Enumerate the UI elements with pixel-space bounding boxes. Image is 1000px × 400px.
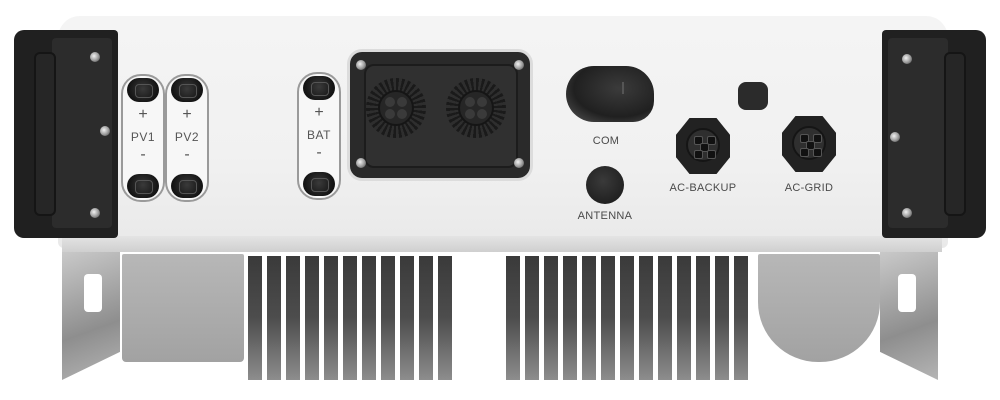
pv1-connector-strip: + PV1 - <box>121 74 165 202</box>
screw-icon <box>902 208 912 218</box>
bat-negative-connector[interactable] <box>303 172 335 196</box>
pv1-label: PV1 <box>130 130 156 144</box>
pv2-plus-label: + <box>182 106 192 123</box>
pv2-positive-connector[interactable] <box>171 78 203 102</box>
left-fan-cover <box>122 254 244 362</box>
screw-icon <box>514 60 524 70</box>
cable-gland-left[interactable] <box>366 78 426 138</box>
screw-icon <box>902 54 912 64</box>
screw-icon <box>90 52 100 62</box>
antenna-port[interactable] <box>586 166 624 204</box>
heatsink-fins-right <box>506 256 748 380</box>
screw-icon <box>356 60 366 70</box>
ac-grid-label: AC-GRID <box>784 182 834 194</box>
bat-connector-strip: + BAT - <box>297 72 341 200</box>
handle-grip <box>34 52 56 216</box>
left-handle <box>14 30 118 238</box>
ac-backup-connector[interactable] <box>676 118 730 174</box>
left-mounting-bracket <box>62 252 120 380</box>
pv1-plus-label: + <box>138 106 148 123</box>
bat-label: BAT <box>307 128 331 142</box>
screw-icon <box>890 132 900 142</box>
pv2-minus-label: - <box>184 146 190 163</box>
right-fan-cover <box>758 254 880 362</box>
screw-icon <box>514 158 524 168</box>
pv2-negative-connector[interactable] <box>171 174 203 198</box>
body-bottom-edge <box>62 236 942 252</box>
pv2-connector-strip: + PV2 - <box>165 74 209 202</box>
antenna-label: ANTENNA <box>577 210 633 222</box>
cable-gland-right[interactable] <box>446 78 506 138</box>
ac-backup-label: AC-BACKUP <box>669 182 737 194</box>
vent-cap <box>738 82 768 110</box>
screw-icon <box>356 158 366 168</box>
handle-grip <box>944 52 966 216</box>
pv2-label: PV2 <box>174 130 200 144</box>
bat-minus-label: - <box>316 144 322 161</box>
ac-grid-connector[interactable] <box>782 116 836 172</box>
com-port-cap[interactable] <box>566 66 654 122</box>
com-label: COM <box>592 135 620 147</box>
heatsink-fins-left <box>248 256 452 380</box>
screw-icon <box>100 126 110 136</box>
cable-gland-box <box>350 52 530 178</box>
right-handle <box>882 30 986 238</box>
right-mounting-bracket <box>880 252 938 380</box>
screw-icon <box>90 208 100 218</box>
pv1-negative-connector[interactable] <box>127 174 159 198</box>
pv1-positive-connector[interactable] <box>127 78 159 102</box>
pv1-minus-label: - <box>140 146 146 163</box>
bat-positive-connector[interactable] <box>303 76 335 100</box>
bat-plus-label: + <box>314 104 324 121</box>
